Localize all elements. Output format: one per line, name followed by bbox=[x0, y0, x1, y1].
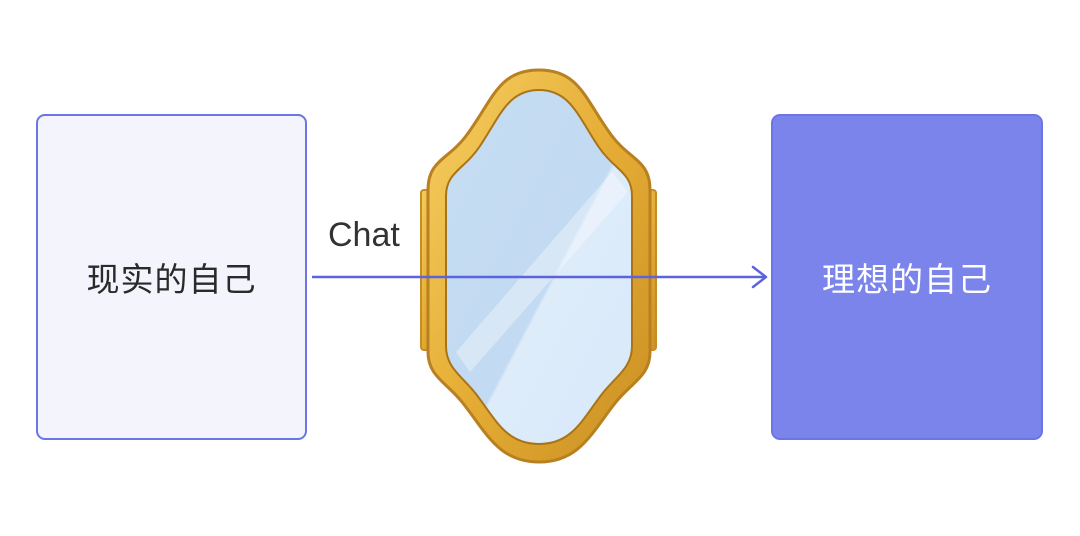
node-ideal-self-label: 理想的自己 bbox=[822, 260, 992, 299]
connector-arrow bbox=[312, 265, 768, 289]
arrow-head bbox=[751, 265, 768, 289]
node-real-self: 现实的自己 bbox=[36, 114, 307, 440]
arrow-label: Chat bbox=[328, 216, 400, 254]
node-ideal-self: 理想的自己 bbox=[771, 114, 1043, 440]
node-real-self-label: 现实的自己 bbox=[86, 260, 257, 299]
mirror-glass bbox=[445, 88, 633, 446]
mirror-sheen bbox=[456, 172, 628, 372]
mirror-icon bbox=[420, 68, 657, 464]
